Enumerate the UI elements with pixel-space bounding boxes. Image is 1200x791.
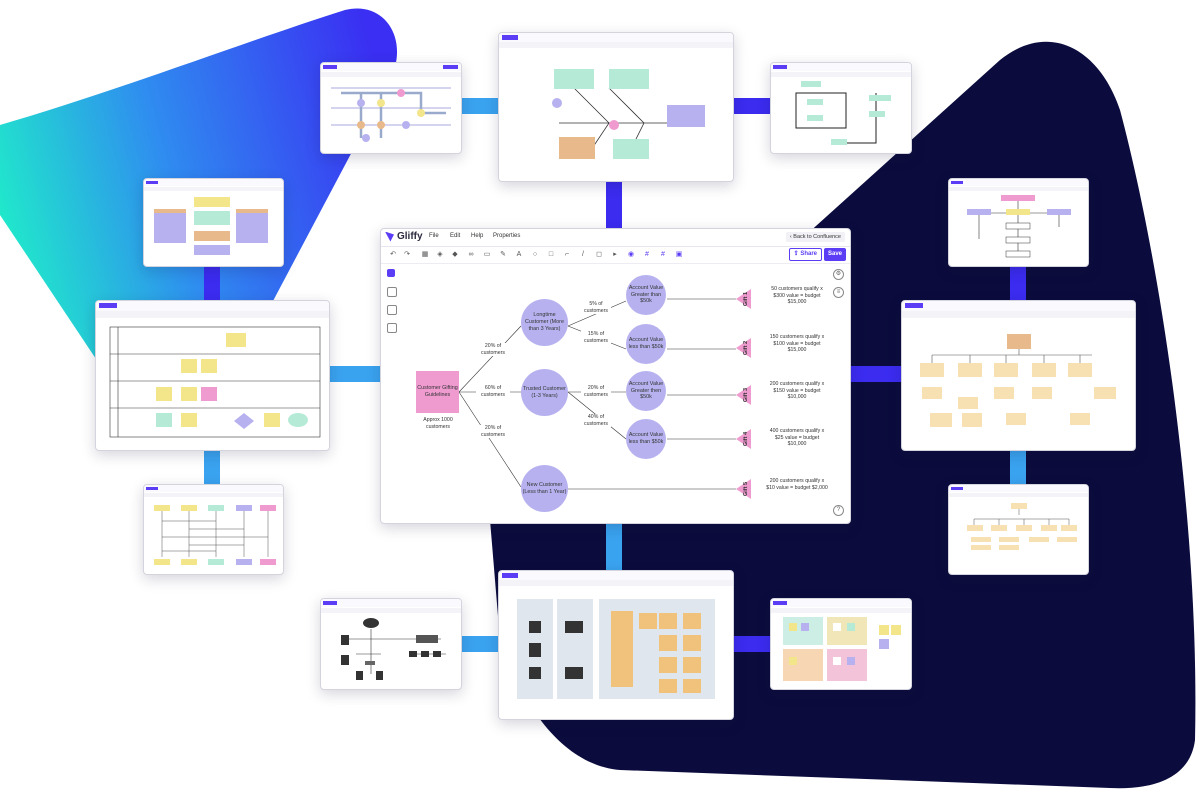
gift-4-budget: 400 customers qualify x $25 value = budg… — [769, 428, 825, 447]
connector-br — [732, 636, 770, 652]
connector-right-up — [1010, 265, 1026, 301]
menu-bar: Gliffy File Edit Help Properties ‹ Back … — [381, 229, 850, 247]
thumb-tree[interactable] — [948, 484, 1089, 575]
square-icon[interactable]: □ — [548, 251, 554, 258]
connector-right — [849, 366, 901, 382]
gift-1-label: Gift 1 — [743, 291, 750, 307]
connector-tl — [460, 98, 498, 114]
thumb-flowchart-loop[interactable] — [770, 62, 912, 154]
thumb-swimlane[interactable] — [95, 300, 330, 451]
segment-new[interactable]: New Customer (Less than 1 Year) — [521, 465, 568, 512]
edge-label-longtime: 20% of customers — [476, 343, 510, 356]
image-icon[interactable]: ▣ — [675, 251, 683, 258]
value-node-4[interactable]: Account Value less than $50k — [626, 419, 666, 459]
menu-file[interactable]: File — [429, 233, 439, 239]
pointer-icon[interactable]: ▸ — [613, 251, 617, 258]
back-to-confluence-button[interactable]: ‹ Back to Confluence — [785, 232, 845, 242]
value-node-3[interactable]: Account Value Greater then $50k — [626, 371, 666, 411]
share-button[interactable]: ⇪ Share — [788, 248, 822, 261]
connector-icon[interactable]: ⌐ — [564, 251, 570, 258]
line-icon[interactable]: / — [582, 251, 584, 258]
thumb-cloud[interactable] — [498, 570, 734, 720]
menu-help[interactable]: Help — [471, 233, 484, 239]
connector-right-down — [1010, 449, 1026, 485]
hand-icon[interactable]: ◉ — [627, 251, 635, 258]
thumb-sequence[interactable] — [143, 484, 284, 575]
root-sub-label: Approx 1000 customers — [423, 417, 453, 430]
connector-top — [606, 180, 622, 228]
settings-icon[interactable]: ⚙ — [833, 269, 844, 280]
thumb-fishbone[interactable] — [498, 32, 734, 182]
segment-longtime[interactable]: Longtime Customer (More than 3 Years) — [521, 299, 568, 346]
root-node[interactable]: Customer Gifting Guidelines — [416, 371, 459, 413]
menu-edit[interactable]: Edit — [450, 233, 461, 239]
gift-4-label: Gift 4 — [743, 431, 750, 447]
edge-label-trusted: 60% of customers — [476, 385, 510, 398]
menu-properties[interactable]: Properties — [493, 233, 521, 239]
sparkle-icon[interactable] — [387, 323, 397, 333]
gift-2-label: Gift 2 — [743, 340, 750, 356]
text-icon[interactable]: A — [516, 251, 522, 258]
hash-icon[interactable]: # — [645, 251, 649, 258]
thumb-mindmap[interactable] — [901, 300, 1136, 451]
comment-icon[interactable]: ▭ — [483, 251, 491, 258]
gift-1-budget: 50 customers qualify x $300 value = budg… — [771, 286, 823, 305]
value-node-1[interactable]: Account Value Greater than $50k — [626, 275, 666, 315]
value-node-2[interactable]: Account Value less than $50k — [626, 324, 666, 364]
connector-left-up — [204, 265, 220, 301]
gliffy-logo: Gliffy — [385, 231, 423, 242]
link-icon[interactable]: ∞ — [468, 251, 474, 258]
back-to-confluence-label: Back to Confluence — [793, 234, 841, 240]
redo-icon[interactable]: ↷ — [404, 251, 410, 258]
table-icon[interactable]: # — [661, 251, 665, 258]
main-editor-window[interactable]: Gliffy File Edit Help Properties ‹ Back … — [380, 228, 851, 524]
thumb-sitemap[interactable] — [948, 178, 1089, 267]
gift-3-label: Gift 3 — [743, 387, 750, 403]
edge-label-new: 20% of customers — [476, 425, 510, 438]
help-icon[interactable]: ? — [833, 505, 844, 516]
connector-bottom — [606, 522, 622, 570]
thumb-subway[interactable] — [320, 62, 462, 154]
connector-left — [328, 366, 380, 382]
gliffy-logo-text: Gliffy — [397, 231, 423, 242]
thumb-network[interactable] — [320, 598, 462, 690]
undo-icon[interactable]: ↶ — [390, 251, 396, 258]
database-icon[interactable] — [387, 305, 397, 315]
shapes-icon[interactable]: ◆ — [452, 251, 458, 258]
edge-label-value-1: 5% of customers — [581, 301, 611, 314]
share-label: Share — [800, 251, 817, 257]
layers-panel-icon[interactable]: ≡ — [833, 287, 844, 298]
pen-icon[interactable]: ✎ — [500, 251, 506, 258]
connector-tr — [732, 98, 770, 114]
save-button[interactable]: Save — [824, 248, 846, 261]
connector-bl — [460, 636, 498, 652]
gift-5-budget: 200 customers qualify x $10 value = budg… — [766, 478, 828, 491]
thumb-sticky-board[interactable] — [770, 598, 912, 690]
thumb-org-boxes[interactable] — [143, 178, 284, 267]
gliffy-logo-icon — [385, 231, 394, 242]
gift-5-label: Gift 5 — [743, 481, 750, 497]
grid-icon[interactable]: ▦ — [421, 251, 429, 258]
circle-icon[interactable]: ○ — [532, 251, 538, 258]
edge-label-value-4: 40% of customers — [581, 414, 611, 427]
globe-icon[interactable] — [387, 287, 397, 297]
edge-label-value-2: 15% of customers — [581, 331, 611, 344]
shapes-panel-icon[interactable] — [387, 269, 395, 277]
toolbar: ↶ ↷ ▦ ◈ ◆ ∞ ▭ ✎ A ○ □ ⌐ / ◻ ▸ ◉ # # ▣ — [381, 247, 850, 264]
diagram-edges — [458, 289, 751, 499]
gift-2-budget: 150 customers qualify x $100 value = bud… — [769, 334, 825, 353]
segment-trusted[interactable]: Trusted Customer (1-3 Years) — [521, 369, 568, 416]
gift-3-budget: 200 customers qualify x $150 value = bud… — [769, 381, 825, 400]
edge-label-value-3: 20% of customers — [581, 385, 611, 398]
note-icon[interactable]: ◻ — [596, 251, 602, 258]
layers-icon[interactable]: ◈ — [437, 251, 443, 258]
connector-left-down — [204, 449, 220, 485]
